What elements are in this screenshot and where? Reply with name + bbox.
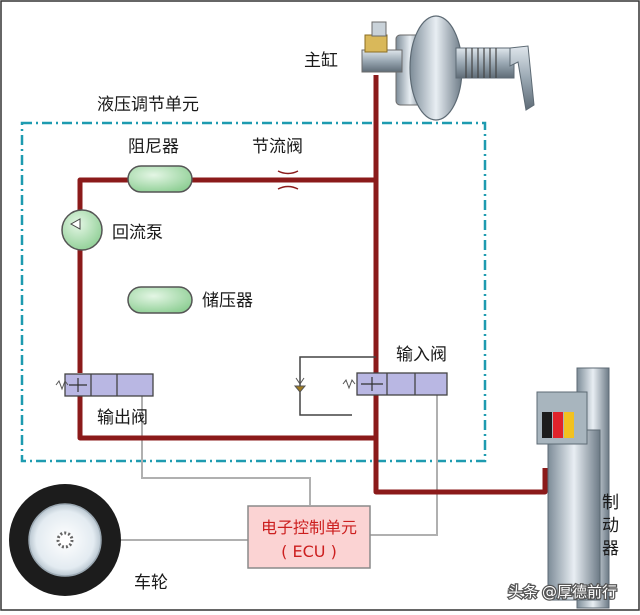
pipe-main-line bbox=[373, 75, 548, 495]
ecu-box bbox=[247, 505, 371, 569]
outlet-valve-label: 输出阀 bbox=[97, 408, 148, 428]
brake-label-3: 器 bbox=[602, 539, 619, 559]
pipe-outlet-return bbox=[77, 395, 376, 441]
throttle-valve-icon bbox=[277, 170, 299, 190]
accumulator-icon bbox=[127, 286, 193, 314]
hydraulic-unit-label: 液压调节单元 bbox=[97, 95, 199, 115]
throttle-valve-label: 节流阀 bbox=[252, 137, 303, 157]
master-cylinder-icon bbox=[361, 15, 535, 121]
relief-line-lower bbox=[299, 390, 352, 416]
damper-icon bbox=[127, 165, 193, 193]
inlet-valve-icon bbox=[342, 372, 448, 396]
check-valve-icon bbox=[293, 385, 307, 393]
brake-pedal-icon bbox=[509, 45, 535, 111]
master-cylinder-label: 主缸 bbox=[304, 50, 338, 71]
outlet-valve-icon bbox=[55, 373, 154, 397]
brake-label-1: 制 bbox=[602, 493, 619, 513]
pump-arrow-icon bbox=[69, 218, 81, 230]
spring-icon bbox=[295, 377, 305, 385]
ecu-label-line1: 电子控制单元 bbox=[261, 518, 357, 537]
wheel-icon bbox=[9, 484, 121, 596]
relief-line bbox=[299, 356, 376, 390]
return-pump-icon bbox=[61, 209, 103, 251]
brake-caliper-icon bbox=[536, 367, 610, 609]
outlet-spring-icon bbox=[55, 379, 69, 391]
inlet-valve-label: 输入阀 bbox=[396, 345, 447, 365]
ecu-label-line2: ( ECU ) bbox=[281, 542, 337, 561]
watermark-author: @厚德前行 bbox=[542, 583, 617, 601]
pipe-pump-loop bbox=[77, 177, 376, 373]
ecu-wire-outlet bbox=[141, 390, 311, 505]
inlet-spring-icon bbox=[342, 378, 356, 390]
wheel-label: 车轮 bbox=[134, 573, 168, 593]
brake-label-2: 动 bbox=[602, 516, 619, 536]
brake-pipes bbox=[77, 75, 548, 495]
watermark: 头条 @厚德前行 bbox=[507, 582, 619, 603]
watermark-platform: 头条 bbox=[508, 583, 538, 601]
damper-label: 阻尼器 bbox=[128, 137, 179, 157]
accumulator-label: 储压器 bbox=[202, 291, 253, 311]
ecu-wire-inlet bbox=[370, 392, 438, 536]
wheel-sensor-icon bbox=[56, 531, 74, 549]
return-pump-label: 回流泵 bbox=[112, 223, 163, 243]
